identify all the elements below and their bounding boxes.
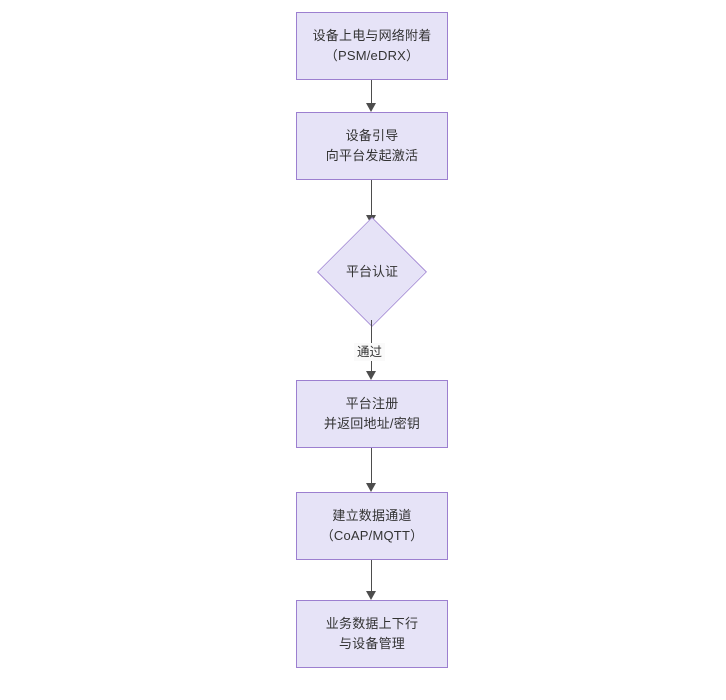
flow-edge-label-pass: 通过 xyxy=(354,343,386,361)
flow-node-platform-register[interactable]: 平台注册 并返回地址/密钥 xyxy=(296,380,448,448)
flow-node-power-on[interactable]: 设备上电与网络附着 （PSM/eDRX） xyxy=(296,12,448,80)
flow-node-service-data-line2: 与设备管理 xyxy=(338,636,405,651)
flow-node-bootstrap-line2: 向平台发起激活 xyxy=(325,148,419,163)
flow-node-data-channel-line1: 建立数据通道 xyxy=(332,508,412,523)
flow-node-platform-register-line2: 并返回地址/密钥 xyxy=(323,416,421,431)
flow-node-bootstrap-line1: 设备引导 xyxy=(345,128,399,143)
flow-node-service-data[interactable]: 业务数据上下行 与设备管理 xyxy=(296,600,448,668)
flow-edge-power-on-to-bootstrap xyxy=(371,80,373,103)
flow-arrowhead-service xyxy=(366,591,376,600)
flow-edge-bootstrap-to-auth xyxy=(371,180,373,215)
flow-edge-register-to-channel xyxy=(371,448,373,483)
flow-node-platform-register-line1: 平台注册 xyxy=(345,396,399,411)
flow-edge-channel-to-service xyxy=(371,560,373,591)
flow-node-bootstrap[interactable]: 设备引导 向平台发起激活 xyxy=(296,112,448,180)
flow-arrowhead-register xyxy=(366,371,376,380)
flow-node-platform-auth[interactable]: 平台认证 xyxy=(317,217,427,327)
flow-node-platform-auth-label: 平台认证 xyxy=(345,264,398,279)
flow-node-power-on-line1: 设备上电与网络附着 xyxy=(312,28,432,43)
flow-node-data-channel-line2: （CoAP/MQTT） xyxy=(320,528,424,543)
flow-arrowhead-channel xyxy=(366,483,376,492)
flow-node-service-data-line1: 业务数据上下行 xyxy=(325,616,419,631)
flow-arrowhead-bootstrap xyxy=(366,103,376,112)
flow-node-data-channel[interactable]: 建立数据通道 （CoAP/MQTT） xyxy=(296,492,448,560)
flow-node-power-on-line2: （PSM/eDRX） xyxy=(324,48,420,63)
